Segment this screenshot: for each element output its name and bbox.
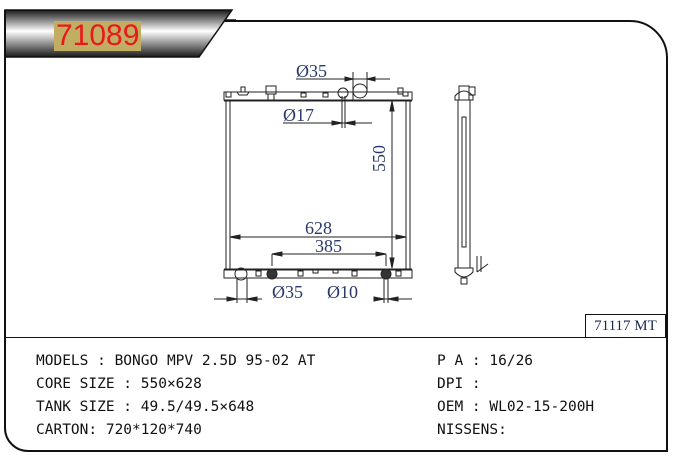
spec-oem: OEM : WL02-15-200H <box>437 399 595 415</box>
section-divider <box>4 337 668 338</box>
dim-bottom-outlet-dia: Ø35 <box>272 282 303 302</box>
spec-core-size: CORE SIZE : 550×628 <box>36 376 202 392</box>
spec-nissens: NISSENS: <box>437 422 507 438</box>
sheet-frame <box>4 20 668 452</box>
part-number: 71089 <box>54 19 142 52</box>
specs-right: P A : 16/26 DPI : OEM : WL02-15-200H NIS… <box>437 350 594 442</box>
dim-inner-width: 385 <box>315 236 342 256</box>
radiator-drawing <box>214 72 489 303</box>
spec-models: MODELS : BONGO MPV 2.5D 95-02 AT <box>36 353 316 369</box>
dim-top-small-dia: Ø17 <box>283 105 314 125</box>
specs-left: MODELS : BONGO MPV 2.5D 95-02 AT CORE SI… <box>36 350 315 442</box>
spec-dpi: DPI : <box>437 376 490 392</box>
dim-bottom-small-dia: Ø10 <box>327 282 358 302</box>
dim-height: 550 <box>369 145 389 172</box>
spec-pa: P A : 16/26 <box>437 353 534 369</box>
dim-top-outlet-dia: Ø35 <box>296 61 327 81</box>
spec-carton: CARTON: 720*120*740 <box>36 422 202 438</box>
dim-width: 628 <box>305 218 332 238</box>
part-number-tab: 71089 <box>4 8 236 60</box>
reference-code: 71117 MT <box>585 314 666 337</box>
spec-tank-size: TANK SIZE : 49.5/49.5×648 <box>36 399 255 415</box>
